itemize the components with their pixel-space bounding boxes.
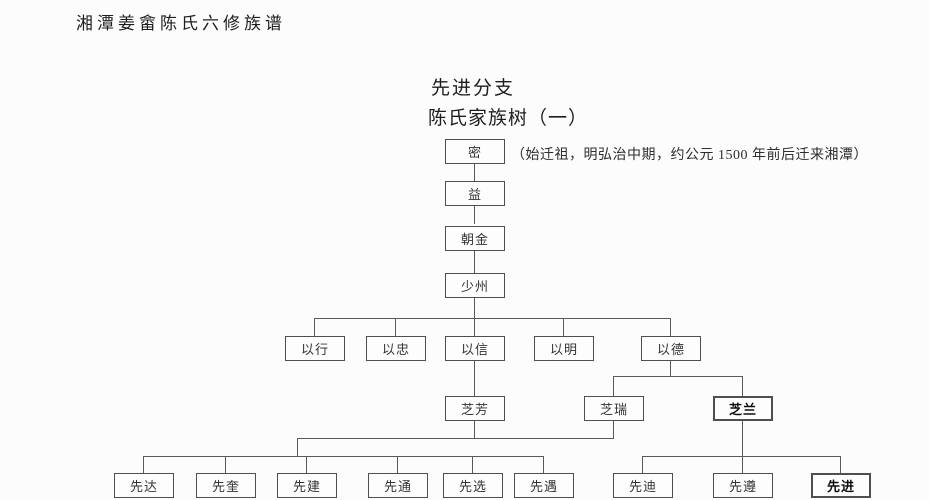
connector-mi-yi bbox=[474, 164, 475, 181]
tree-node-xianjin: 先进 bbox=[811, 473, 871, 498]
document-title: 湘潭姜畲陈氏六修族谱 bbox=[76, 14, 286, 33]
tree-node-yixin: 以信 bbox=[445, 336, 505, 361]
connector-zhifang-down bbox=[474, 421, 475, 438]
tree-node-xianjian: 先建 bbox=[277, 473, 337, 498]
connector-zhirui-down bbox=[613, 421, 614, 438]
tree-node-xianyu: 先遇 bbox=[514, 473, 574, 498]
tree-node-mi: 密 bbox=[445, 139, 505, 164]
drop-yizhong bbox=[395, 318, 396, 336]
tree-node-xianxuan: 先选 bbox=[443, 473, 503, 498]
drop-xianda bbox=[143, 456, 144, 473]
drop-yixin bbox=[474, 318, 475, 336]
tree-node-xiankui: 先奎 bbox=[196, 473, 256, 498]
connector-shaozhou-rail bbox=[474, 298, 475, 318]
connector-rail-to-siblings bbox=[297, 438, 298, 456]
drop-yixing bbox=[314, 318, 315, 336]
connector-yide-rail bbox=[670, 361, 671, 376]
tree-node-xianda: 先达 bbox=[114, 473, 174, 498]
drop-xianjian bbox=[306, 456, 307, 473]
drop-xianyu bbox=[543, 456, 544, 473]
rail-generation5 bbox=[314, 318, 671, 319]
tree-node-xiandi: 先迪 bbox=[613, 473, 673, 498]
drop-yide bbox=[670, 318, 671, 336]
tree-node-xianzun: 先遵 bbox=[713, 473, 773, 498]
drop-xianxuan bbox=[472, 456, 473, 473]
connector-yixin-zhifang bbox=[474, 361, 475, 396]
drop-zhilan bbox=[742, 376, 743, 396]
tree-title: 陈氏家族树（一） bbox=[428, 108, 589, 129]
tree-node-zhilan: 芝兰 bbox=[713, 396, 773, 421]
rail-upper-left-group bbox=[297, 438, 614, 439]
connector-chaojin-shaozhou bbox=[474, 251, 475, 273]
drop-xianjin bbox=[840, 456, 841, 473]
tree-node-yiming: 以明 bbox=[534, 336, 594, 361]
drop-yiming bbox=[563, 318, 564, 336]
drop-xiankui bbox=[225, 456, 226, 473]
tree-node-yizhong: 以忠 bbox=[366, 336, 426, 361]
tree-node-chaojin: 朝金 bbox=[445, 226, 505, 251]
tree-node-shaozhou: 少州 bbox=[445, 273, 505, 298]
drop-xiantong bbox=[397, 456, 398, 473]
drop-xiandi bbox=[642, 456, 643, 473]
connector-zhilan-down bbox=[742, 421, 743, 456]
tree-node-zhirui: 芝瑞 bbox=[584, 396, 644, 421]
tree-node-yide: 以德 bbox=[641, 336, 701, 361]
drop-xianzun bbox=[742, 456, 743, 473]
tree-node-zhifang: 芝芳 bbox=[445, 396, 505, 421]
founder-annotation: （始迁祖，明弘治中期，约公元 1500 年前后迁来湘潭） bbox=[511, 148, 868, 163]
tree-node-xiantong: 先通 bbox=[368, 473, 428, 498]
tree-node-yixing: 以行 bbox=[285, 336, 345, 361]
rail-zhirui-zhilan bbox=[613, 376, 743, 377]
tree-node-yi: 益 bbox=[445, 181, 505, 206]
connector-yi-chaojin bbox=[474, 206, 475, 224]
branch-title: 先进分支 bbox=[431, 78, 516, 99]
rail-generation7-right bbox=[642, 456, 840, 457]
drop-zhirui bbox=[613, 376, 614, 396]
rail-generation7-left bbox=[143, 456, 543, 457]
